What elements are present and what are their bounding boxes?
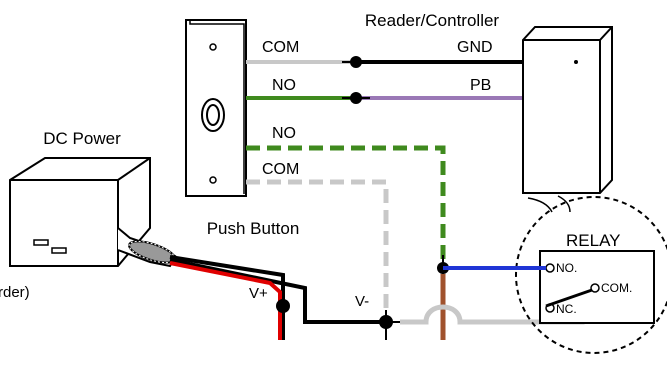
reader-controller-device: [522, 26, 613, 213]
wire-no-pb: [246, 92, 522, 104]
wire-label-gnd: GND: [457, 39, 493, 56]
dc-power-adapter: [9, 157, 177, 268]
relay-terminal-no: NO.: [556, 261, 577, 275]
reader-controller-label: Reader/Controller: [365, 11, 500, 30]
partial-left-text: rder): [0, 284, 30, 301]
relay-terminal-com: COM.: [601, 281, 632, 295]
push-button-plate: [185, 19, 247, 197]
vminus-junction: [372, 310, 400, 340]
vplus-junction: [276, 292, 290, 322]
wire-power-red: [169, 261, 282, 340]
dc-power-label: DC Power: [43, 129, 121, 148]
wire-com-dashed: [246, 179, 389, 322]
wire-label-com-top: COM: [262, 39, 299, 56]
wire-label-com-dashed: COM: [262, 161, 299, 178]
wire-label-v-minus: V-: [355, 293, 369, 310]
wire-relay-com-gray: [400, 290, 585, 325]
wire-no-dashed: [246, 145, 446, 268]
relay-terminal-nc: NC.: [556, 302, 577, 316]
push-button-label: Push Button: [207, 219, 300, 238]
wire-label-no-top: NO: [272, 77, 296, 94]
wire-label-pb: PB: [470, 77, 491, 94]
wire-label-no-dashed: NO: [272, 125, 296, 142]
relay-label: RELAY: [566, 231, 621, 250]
relay-detail: [515, 196, 667, 354]
wire-com-gnd: [246, 56, 522, 68]
wire-label-v-plus: V+: [249, 285, 268, 302]
